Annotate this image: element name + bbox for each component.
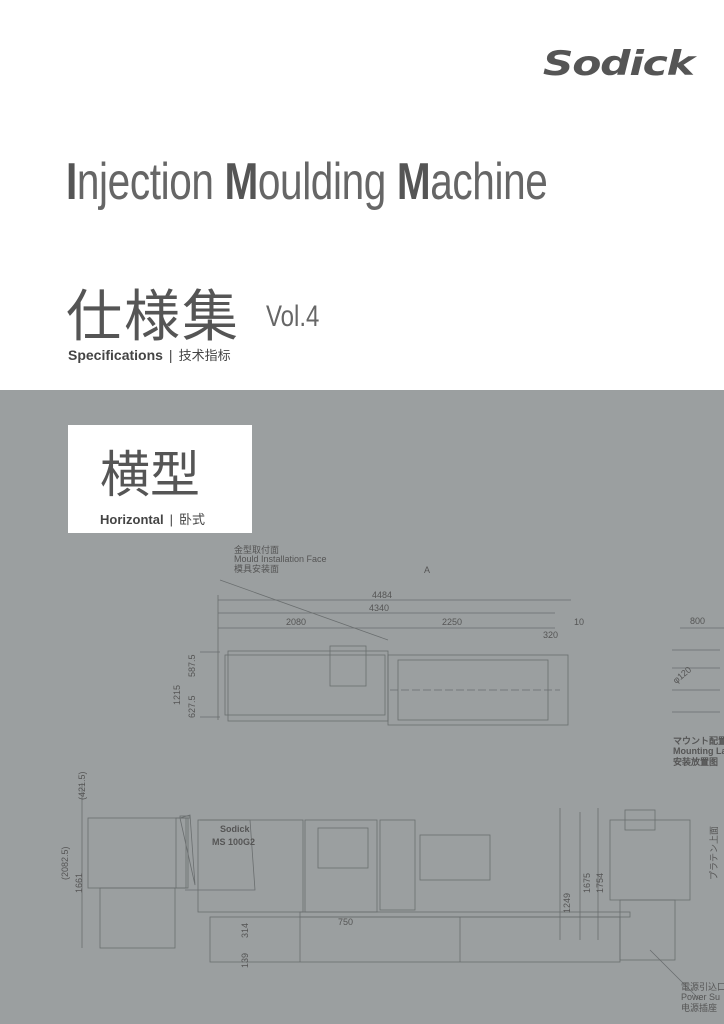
dim-314: 314 — [240, 923, 250, 938]
dim-587-5: 587.5 — [187, 654, 197, 677]
category-jp: 横型 — [100, 446, 200, 504]
sodick-logo: Sodick — [543, 44, 695, 84]
svg-text:模具安装面: 模具安装面 — [234, 563, 279, 574]
dim-2250: 2250 — [442, 617, 462, 627]
platen-label: プラテン上面 — [709, 826, 719, 880]
svg-text:Power Su: Power Su — [681, 992, 720, 1002]
svg-text:安装放置图: 安装放置图 — [673, 756, 718, 767]
machine-drawing: 金型取付面 Mould Installation Face 模具安装面 A 44… — [60, 544, 724, 1013]
dim-627-5: 627.5 — [187, 695, 197, 718]
dim-800: 800 — [690, 616, 705, 626]
svg-text:Mounting La: Mounting La — [673, 746, 724, 756]
specifications-label: Specifications|技术指标 — [68, 347, 231, 364]
dim-10: 10 — [574, 617, 584, 627]
dim-750: 750 — [338, 917, 353, 927]
mounting-label: マウント配置 — [673, 736, 724, 746]
volume: Vol.4 — [266, 300, 320, 333]
mould-face-label: 金型取付面 Mould Installation Face 模具安装面 — [234, 544, 327, 574]
dim-1754: 1754 — [595, 873, 605, 893]
category-sub: Horizontal|卧式 — [100, 512, 205, 528]
dim-320: 320 — [543, 630, 558, 640]
machine-brand-label: Sodick — [220, 824, 251, 834]
machine-model-label: MS 100G2 — [212, 837, 255, 847]
dim-421-5: (421.5) — [77, 771, 87, 800]
page-title: Injection Moulding Machine — [66, 153, 548, 211]
dim-2080: 2080 — [286, 617, 306, 627]
dim-4340: 4340 — [369, 603, 389, 613]
svg-text:金型取付面: 金型取付面 — [234, 544, 279, 555]
category-label: 横型 Horizontal|卧式 — [68, 425, 252, 533]
view-marker: A — [424, 565, 430, 575]
power-label: 電源引込口 — [681, 982, 724, 992]
dim-1675: 1675 — [582, 873, 592, 893]
header-area: Sodick Injection Moulding Machine 仕様集 Vo… — [0, 0, 724, 390]
dim-139: 139 — [240, 953, 250, 968]
svg-text:Mould Installation Face: Mould Installation Face — [234, 554, 327, 564]
dim-1215: 1215 — [172, 685, 182, 705]
svg-text:电源插座: 电源插座 — [681, 1002, 717, 1013]
subtitle-jp: 仕様集 — [66, 285, 240, 350]
dim-2082-5: (2082.5) — [60, 846, 70, 880]
dim-1249: 1249 — [562, 893, 572, 913]
dim-1661: 1661 — [74, 873, 84, 893]
dim-4484: 4484 — [372, 590, 392, 600]
